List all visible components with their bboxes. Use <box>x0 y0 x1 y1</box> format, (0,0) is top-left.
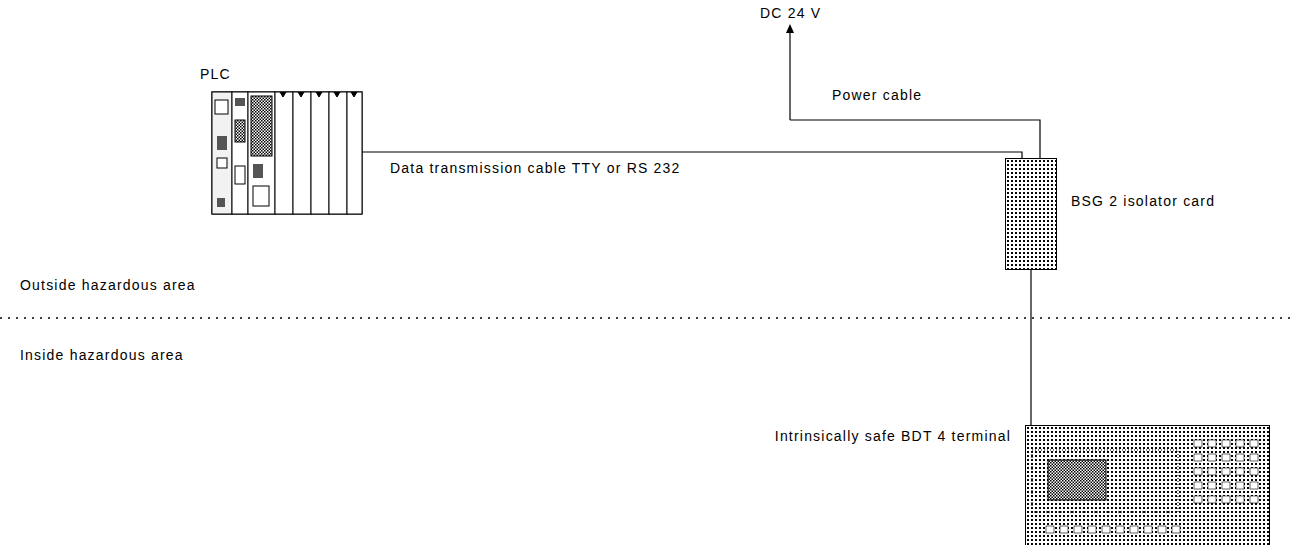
terminal-key <box>1222 468 1230 475</box>
module-detail <box>235 166 245 184</box>
terminal-key <box>1222 440 1230 447</box>
module-detail <box>215 100 228 114</box>
isolator-card: BSG 2 isolator card <box>1005 158 1057 270</box>
terminal-key <box>1250 482 1258 489</box>
terminal-key <box>1208 454 1216 461</box>
terminal-key <box>1208 496 1216 503</box>
area-boundary <box>0 317 1294 319</box>
terminal-key <box>1144 526 1152 533</box>
rack-outline <box>212 92 362 214</box>
area-name: Outside hazardous area <box>18 277 198 294</box>
cable-name: Power cable <box>830 87 924 104</box>
power-module <box>212 92 232 214</box>
terminal-key <box>1236 482 1244 489</box>
terminal-key <box>1236 454 1244 461</box>
terminal-key <box>1074 526 1082 533</box>
io-module <box>329 92 347 214</box>
node-heading: PLC <box>200 66 231 83</box>
cable-connector <box>362 152 1022 158</box>
terminal-key <box>1194 440 1202 447</box>
arrow-head <box>786 24 794 33</box>
terminal-key <box>1130 526 1138 533</box>
io-module <box>275 92 293 214</box>
terminal-key <box>1208 468 1216 475</box>
interface-module <box>248 92 275 214</box>
terminal-key <box>1250 454 1258 461</box>
terminal-key <box>1046 526 1054 533</box>
terminal-key <box>1250 440 1258 447</box>
terminal-key <box>1194 454 1202 461</box>
terminal-key <box>1194 468 1202 475</box>
module-detail <box>253 186 269 206</box>
cpu-module <box>232 92 248 214</box>
terminal-key <box>1116 526 1124 533</box>
terminal-key <box>1208 482 1216 489</box>
terminal-key <box>1236 440 1244 447</box>
terminal-key <box>1250 468 1258 475</box>
io-module <box>293 92 311 214</box>
terminal-key <box>1236 496 1244 503</box>
module-detail <box>217 158 227 168</box>
cable-label: Data transmission cable TTY or RS 232 <box>388 160 683 177</box>
supply-voltage: DC 24 V <box>758 5 823 22</box>
operator-terminal: Intrinsically safe BDT 4 terminal <box>1025 425 1270 545</box>
plc-rack: PLC <box>212 90 362 215</box>
terminal-key <box>1172 526 1180 533</box>
terminal-key <box>1194 482 1202 489</box>
display-frame <box>1032 450 1178 512</box>
io-module <box>347 92 362 214</box>
module-latch <box>280 92 357 97</box>
terminal-key <box>1158 526 1166 533</box>
module-detail <box>217 136 227 150</box>
terminal-key <box>1102 526 1110 533</box>
node-heading: BSG 2 isolator card <box>1071 193 1215 210</box>
terminal-key <box>1060 526 1068 533</box>
terminal-display <box>1048 460 1106 500</box>
plc-rack <box>212 92 362 214</box>
terminal-key <box>1088 526 1096 533</box>
terminal-drawing <box>1026 426 1269 545</box>
power-cable <box>789 30 790 120</box>
hatched-panel <box>251 96 272 156</box>
terminal-key <box>1236 468 1244 475</box>
module-detail <box>235 120 245 142</box>
node-heading: Intrinsically safe BDT 4 terminal <box>775 428 1011 445</box>
terminal-key <box>1222 496 1230 503</box>
terminal-key <box>1208 440 1216 447</box>
area-name: Inside hazardous area <box>18 347 186 364</box>
terminal-key <box>1222 454 1230 461</box>
io-module <box>311 92 329 214</box>
module-detail <box>217 198 225 207</box>
terminal-key <box>1194 496 1202 503</box>
terminal-key <box>1222 482 1230 489</box>
cable-connector <box>1030 270 1031 425</box>
terminal-key <box>1250 496 1258 503</box>
module-detail <box>253 164 263 178</box>
module-detail <box>235 98 245 106</box>
